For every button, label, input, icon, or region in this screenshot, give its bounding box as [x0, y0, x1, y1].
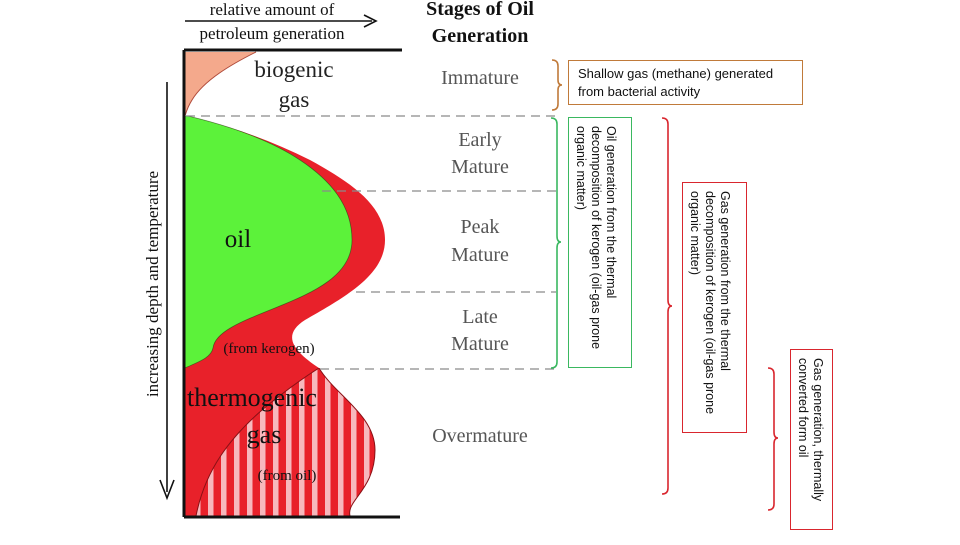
kerogen-gas-note-box: Gas generation from the thermal decompos…: [682, 182, 747, 433]
biogenic-gas-area: [185, 52, 256, 116]
oil-area: [185, 116, 352, 368]
biogenic-label-line2: gas: [279, 87, 310, 112]
thermogenic-label-line1: thermogenic: [187, 383, 317, 412]
kerogen-gas-bracket: [661, 117, 673, 495]
axis-label-line2: petroleum generation: [200, 24, 345, 43]
stage-immature: Immature: [441, 67, 519, 89]
biogenic-label-line1: biogenic: [254, 57, 333, 82]
from-kerogen-label: (from kerogen): [223, 341, 314, 357]
depth-arrow-head: [159, 479, 175, 501]
axis-label-line1: relative amount of: [210, 0, 335, 19]
stage-early-line2: Mature: [451, 156, 509, 178]
depth-axis-label: increasing depth and temperature: [143, 171, 162, 397]
stages-title-line2: Generation: [432, 25, 529, 47]
thermogenic-gas-from-kerogen-area: [185, 368, 319, 516]
oil-gas-boundary: [184, 115, 353, 369]
kerogen-gas-note-text: Gas generation from the thermal decompos…: [688, 191, 732, 415]
stage-overmature: Overmature: [432, 425, 528, 447]
oil-gas-note-box: Gas generation, thermally converted form…: [790, 349, 833, 530]
oil-note-box: Oil generation from the thermal decompos…: [568, 117, 632, 368]
thermogenic-gas-from-oil-area: [196, 368, 375, 516]
oil-bracket: [550, 117, 562, 369]
oil-label: oil: [225, 226, 251, 253]
biogenic-gas-edge: [184, 51, 257, 117]
biogenic-bracket: [551, 59, 563, 111]
oil-gas-bracket: [767, 367, 779, 511]
stages-title-line1: Stages of Oil: [426, 0, 534, 20]
stage-early-line1: Early: [458, 129, 501, 151]
stage-late-line2: Mature: [451, 333, 509, 355]
thermogenic-label-line2: gas: [247, 420, 282, 449]
stage-peak-line2: Mature: [451, 244, 509, 266]
stage-late-line1: Late: [462, 306, 498, 328]
thermogenic-boundary: [195, 368, 320, 516]
biogenic-note-box: Shallow gas (methane) generated from bac…: [568, 60, 803, 105]
biogenic-note-text: Shallow gas (methane) generated from bac…: [578, 66, 774, 99]
thermogenic-outline: [318, 368, 376, 516]
header-arrow-head: [363, 14, 378, 28]
stage-peak-line1: Peak: [461, 216, 500, 238]
oil-note-text: Oil generation from the thermal decompos…: [574, 126, 618, 350]
stage-boundaries: [186, 115, 556, 370]
oil-gas-note-text: Gas generation, thermally converted form…: [796, 358, 825, 502]
stage-labels: Immature Early Mature Peak Mature Late M…: [432, 67, 528, 447]
from-oil-label: (from oil): [258, 468, 317, 484]
